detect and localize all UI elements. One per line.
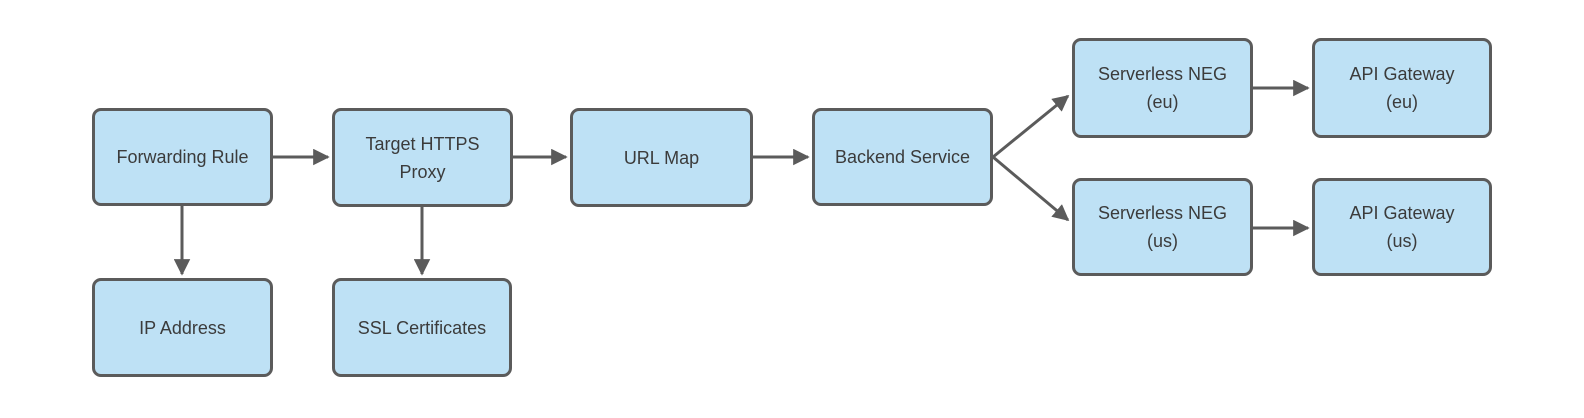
node-serverless-neg-us: Serverless NEG (us) xyxy=(1072,178,1253,276)
node-api-gateway-us-label: API Gateway (us) xyxy=(1349,203,1455,251)
node-api-gateway-us: API Gateway (us) xyxy=(1312,178,1492,276)
edge-backend-service-to-serverless-neg-eu xyxy=(992,94,1070,159)
node-ip-address-label: IP Address xyxy=(139,317,226,338)
node-ssl-certificates: SSL Certificates xyxy=(332,278,512,377)
edge-backend-service-to-serverless-neg-us xyxy=(992,155,1070,222)
node-ssl-certificates-label: SSL Certificates xyxy=(357,317,487,338)
node-ip-address: IP Address xyxy=(92,278,273,377)
node-serverless-neg-eu-label: Serverless NEG (eu) xyxy=(1097,64,1228,112)
node-serverless-neg-us-label: Serverless NEG (us) xyxy=(1097,203,1228,251)
node-url-map-label: URL Map xyxy=(623,147,700,168)
node-api-gateway-eu: API Gateway (eu) xyxy=(1312,38,1492,138)
node-target-https-proxy: Target HTTPS Proxy xyxy=(332,108,513,207)
node-forwarding-rule: Forwarding Rule xyxy=(92,108,273,206)
node-serverless-neg-eu: Serverless NEG (eu) xyxy=(1072,38,1253,138)
node-api-gateway-eu-label: API Gateway (eu) xyxy=(1349,64,1455,112)
node-backend-service: Backend Service xyxy=(812,108,993,206)
node-backend-service-label: Backend Service xyxy=(834,147,971,167)
node-target-https-proxy-label: Target HTTPS Proxy xyxy=(365,133,480,182)
node-forwarding-rule-label: Forwarding Rule xyxy=(116,147,249,167)
node-url-map: URL Map xyxy=(570,108,753,207)
